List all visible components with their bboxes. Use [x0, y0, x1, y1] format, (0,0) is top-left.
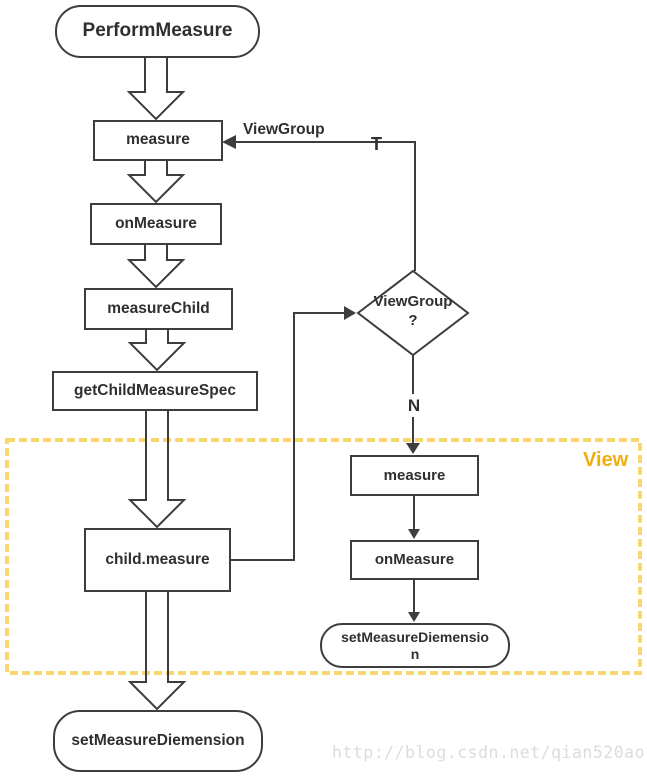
decision-diamond-label: ViewGroup ?	[373, 293, 453, 329]
block-arrow-1	[126, 57, 186, 121]
node-setmeasuredimension-view: setMeasureDiemensio n	[320, 623, 510, 668]
node-measure-right: measure	[350, 455, 479, 496]
decision-diamond	[356, 269, 470, 357]
arrowhead-into-diamond	[344, 306, 356, 320]
block-arrow-4	[127, 329, 187, 372]
watermark-text: http://blog.csdn.net/qian520ao	[332, 743, 646, 762]
edge-label-viewgroup: ViewGroup	[243, 121, 325, 138]
arrowhead-into-measure-left	[222, 135, 236, 149]
edge-label-false: N	[403, 394, 425, 417]
edge-true-branch	[234, 141, 416, 271]
node-measure-left: measure	[93, 120, 223, 161]
node-child-measure: child.measure	[84, 528, 231, 592]
node-onmeasure-left: onMeasure	[90, 203, 222, 245]
block-arrow-5	[127, 411, 187, 529]
view-region-border	[5, 438, 642, 675]
node-perform-measure: PerformMeasure	[55, 5, 260, 58]
edge-label-true: T	[371, 134, 382, 154]
node-onmeasure-right: onMeasure	[350, 540, 479, 580]
block-arrow-6	[127, 592, 187, 711]
block-arrow-2	[126, 161, 186, 204]
node-getchildmeasurespec: getChildMeasureSpec	[52, 371, 258, 411]
edge-childmeasure-loop	[231, 312, 344, 561]
arrowhead-into-right-setdim	[408, 612, 420, 622]
node-setmeasuredimension-main: setMeasureDiemension	[53, 710, 263, 772]
arrowhead-into-right-measure	[406, 443, 420, 454]
view-region-label: View	[583, 449, 629, 471]
node-measurechild: measureChild	[84, 288, 233, 330]
arrowhead-into-right-onmeasure	[408, 529, 420, 539]
block-arrow-3	[126, 245, 186, 289]
